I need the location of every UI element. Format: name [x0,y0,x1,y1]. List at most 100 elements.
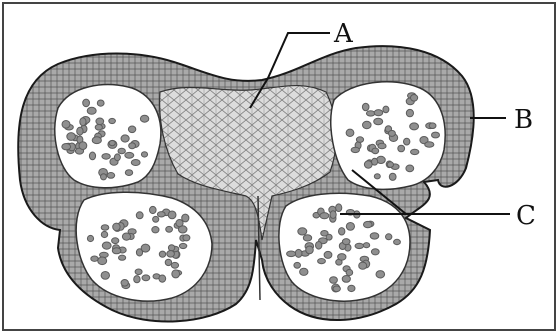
pollen-grain [370,233,379,239]
pollen-grain [374,174,380,179]
pollen-grain [330,277,338,284]
pollen-grain [346,269,353,275]
pollen-grain [333,286,340,292]
pollen-grain [141,152,147,157]
pollen-grain [300,268,308,275]
pollen-grain [152,227,159,233]
pollen-grain [366,111,375,116]
pollen-grain [92,137,101,144]
pollen-grain [153,216,159,222]
pollen-grain [394,239,401,244]
pollen-grain [125,152,134,158]
pollen-grain [141,244,150,252]
pollen-grain [336,204,342,212]
pollen-grain [165,259,171,265]
pollen-grain [316,242,322,250]
pollen-grain [97,100,104,106]
pollen-grain [80,118,86,126]
pollen-grain [287,251,296,257]
pollen-grain [150,206,157,213]
pollen-grain [62,144,71,150]
pollen-grain [179,243,186,248]
pollen-grain [411,149,419,154]
pollen-grain [102,242,111,249]
pollen-grain [338,254,346,261]
pollen-grain [371,249,379,255]
pollen-grain [378,143,386,149]
pollen-grain [91,256,98,261]
label-a: A [333,19,354,49]
pollen-grain [171,262,178,268]
pollen-grain [172,270,180,278]
pollen-grain [95,125,102,131]
label-c: C [516,201,536,231]
pollen-grain [131,160,140,166]
pollen-grain [363,243,369,248]
pollen-grain [326,234,332,240]
pollen-grain [389,173,396,180]
pollen-grain [166,226,173,232]
pollen-grain [355,243,364,248]
pollen-grain [183,235,190,241]
pollen-grain [346,223,354,231]
pollen-grain [134,276,140,283]
pollen-grain [374,110,383,116]
pollen-grain [410,123,419,130]
pollen-grain [168,211,176,219]
pollen-grain [159,251,165,257]
pollen-grain [101,272,109,280]
pollen-grain [101,231,107,237]
pollen-grain [372,148,379,154]
pollen-grain [67,133,76,141]
pollen-grain [346,129,354,136]
pollen-grain [62,121,70,129]
pollen-grain [101,174,107,180]
pollen-grain [122,233,130,240]
label-b: B [514,105,533,135]
pollen-grain [306,246,314,254]
pollen-grain [351,147,359,152]
pollen-grain [118,148,125,153]
pollen-grain [318,259,326,264]
pollen-grain [348,285,355,291]
pollen-grain [96,118,104,125]
pollen-grain [339,228,345,235]
pollen-grain [295,249,302,257]
pollen-grain [89,152,95,160]
pollen-grain [107,173,115,179]
pollen-grain [83,99,90,107]
pollen-grain [112,238,119,244]
pollen-grain [362,103,369,110]
pollen-grain [79,142,87,150]
pollen-grain [387,162,393,168]
pollen-grain [404,138,410,145]
pollen-grain [119,255,126,260]
pollen-grain [376,271,385,278]
pollen-grain [425,142,434,148]
pollen-grain [374,118,383,125]
pollen-grain [129,143,136,149]
pollen-grain [320,213,329,219]
pollen-grain [121,280,128,287]
pollen-grain [176,220,183,227]
pollen-grain [364,221,373,227]
pollen-grain [128,126,135,133]
pollen-grain [77,127,83,135]
pollen-grain [136,212,143,219]
pollen-grain [298,228,307,235]
pollen-grain [388,130,395,136]
pollen-grain [429,123,436,129]
pollen-grain [372,158,378,165]
pollen-grain [98,257,107,265]
pollen-grain [168,245,174,251]
pollen-grain [363,121,372,128]
pollen-grain [432,132,440,138]
pollen-grain [411,95,418,102]
pollen-grain [135,269,142,275]
pollen-grain [114,154,120,161]
pollen-grain [324,251,332,258]
pollen-grain [159,275,166,282]
pollen-grain [398,145,405,152]
